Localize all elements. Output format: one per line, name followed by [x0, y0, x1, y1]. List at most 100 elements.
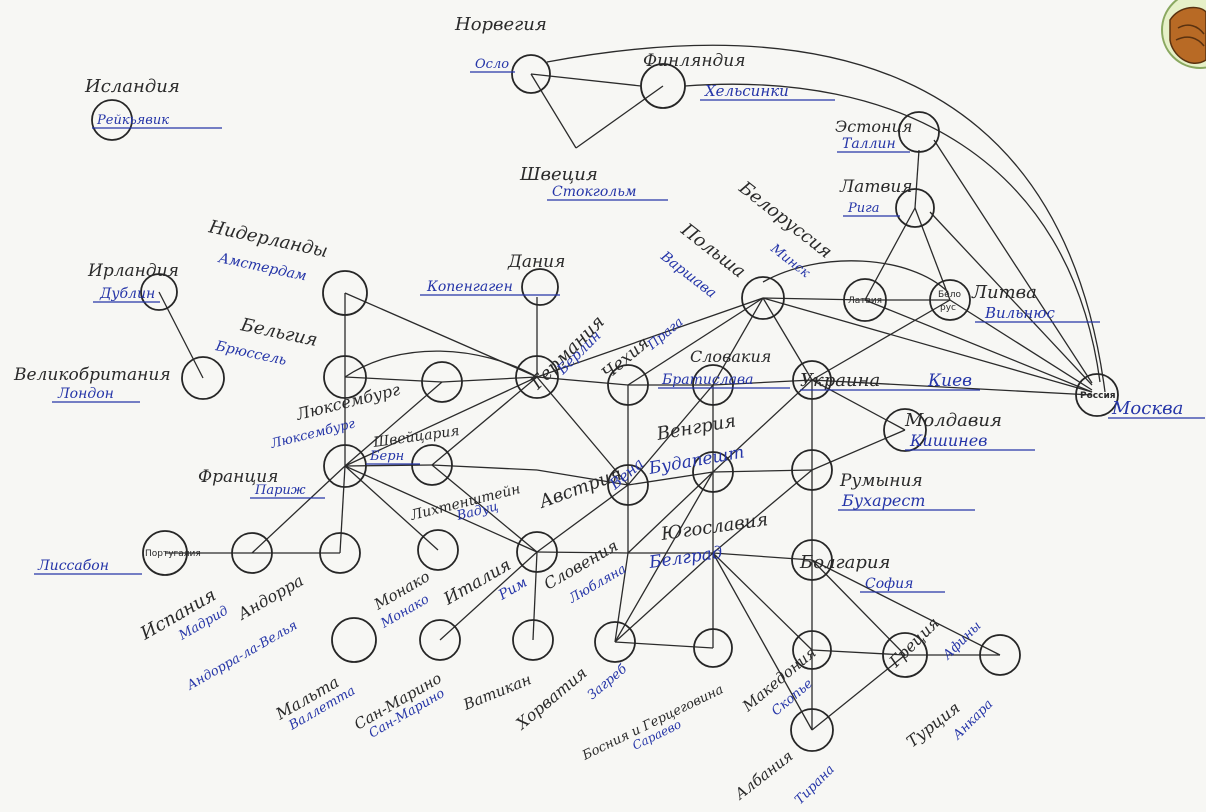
label-switzerland: Швейцария	[371, 423, 460, 451]
edge-latvia-lithuania	[914, 207, 951, 301]
node-finland	[640, 63, 686, 109]
node-russia	[1075, 373, 1119, 417]
node-slovakia	[692, 364, 734, 406]
node-estonia	[898, 111, 940, 153]
capital-greece: Афины	[940, 619, 985, 664]
label-turkey: Турция	[903, 698, 964, 751]
nodes	[91, 54, 1119, 752]
edge-italy-sanmarino	[439, 551, 538, 641]
edge-lithuania-russia	[949, 299, 1093, 391]
capital-russia: Москва	[1111, 398, 1183, 419]
node-austria	[607, 464, 649, 506]
edge-latvia2-russia	[864, 299, 1093, 393]
edge-austria-italy	[536, 484, 629, 553]
node-latvia	[895, 188, 935, 228]
edge-hungary-croatia	[614, 471, 714, 643]
capital-uk: Лондон	[57, 386, 114, 402]
labels: Норвегия Осло Финляндия Хельсинки Исланд…	[13, 14, 1205, 808]
capital-france: Париж	[254, 483, 306, 498]
node-croatia	[594, 621, 636, 663]
node-albania	[790, 708, 834, 752]
label-france: Франция	[198, 467, 278, 487]
edge-yugoslavia-albania	[712, 552, 813, 731]
label-ireland: Ирландия	[87, 261, 179, 281]
edge-germany-czech	[536, 376, 629, 386]
edge-ukraine-russia	[811, 379, 1093, 396]
edges	[158, 44, 1106, 731]
capital-finland: Хельсинки	[704, 82, 789, 100]
edge-bulgaria-turkey	[811, 559, 1001, 656]
capital-hungary: Будапешт	[646, 442, 745, 479]
label-norway: Норвегия	[454, 14, 547, 35]
node-label-portugal: Португалия	[145, 549, 201, 559]
edge-ireland-uk	[158, 291, 204, 379]
node-uk	[181, 356, 225, 400]
label-uk: Великобритания	[13, 365, 171, 385]
node-iceland	[91, 99, 133, 141]
edge-poland-czech	[627, 297, 764, 386]
label-ukraine: Украина	[800, 370, 880, 391]
label-romania: Румыния	[839, 471, 923, 491]
capital-croatia: Загреб	[585, 662, 630, 703]
capital-ireland: Дублин	[99, 286, 155, 302]
capital-switzerland: Берн	[369, 449, 404, 464]
edge-italy-vatican	[532, 551, 538, 641]
node-czech	[607, 364, 649, 406]
node-belarus	[929, 279, 971, 321]
node-norway	[511, 54, 551, 94]
edge-norway-russia	[546, 44, 1106, 393]
label-denmark: Дания	[507, 252, 565, 272]
node-bosnia	[693, 628, 733, 668]
label-austria: Австрия	[535, 463, 625, 513]
label-iceland: Исландия	[84, 76, 180, 97]
node-label-russia: Россия	[1080, 391, 1116, 401]
edge-poland-germany	[536, 297, 764, 378]
edge-latvia-russia	[929, 211, 1093, 386]
edge-france-germany	[344, 376, 538, 467]
edge-france-switzerland	[344, 464, 433, 467]
edge-france-italy	[344, 465, 538, 553]
label-albania: Албания	[731, 747, 797, 804]
edge-moldova-romania	[811, 429, 906, 471]
edge-estonia-russia	[933, 139, 1093, 384]
node-greece	[882, 632, 928, 678]
node-belgium	[323, 355, 367, 399]
capital-albania: Тирана	[792, 762, 838, 808]
capital-slovakia: Братислава	[661, 372, 754, 388]
capital-denmark: Копенгаген	[426, 279, 513, 295]
edge-france-andorra	[339, 465, 346, 554]
edge-switzerland-liechtenstein	[431, 464, 538, 471]
edge-belgium-luxembourg	[344, 376, 443, 383]
label-andorra: Андорра	[234, 571, 307, 624]
node-romania	[791, 449, 833, 491]
node-spain	[231, 532, 273, 574]
inner-node-labels: Португалия Латвия Бело рус Россия	[145, 290, 1116, 559]
edge-croatia-bosnia	[614, 641, 714, 649]
node-label-belarus-2: рус	[940, 303, 956, 313]
capital-romania: Бухарест	[841, 491, 925, 510]
edge-belarus-ukraine	[811, 299, 951, 381]
edge-netherlands-germany	[344, 292, 538, 378]
edge-latvia-latvia2	[864, 207, 916, 301]
capital-latvia: Рига	[847, 201, 879, 216]
label-yugoslavia: Югославия	[659, 509, 770, 545]
node-malta	[331, 617, 377, 663]
label-vatican: Ватикан	[460, 670, 534, 714]
label-moldova: Молдавия	[904, 410, 1002, 431]
edge-ukraine-hungary	[712, 379, 813, 473]
node-label-latvia2: Латвия	[848, 296, 882, 306]
node-label-belarus-1: Бело	[938, 290, 961, 300]
edge-yugoslavia-bulgaria	[712, 552, 813, 561]
edge-poland-russia	[762, 297, 1093, 393]
capital-ukraine: Киев	[927, 371, 972, 391]
capital-iceland: Рейкьявик	[96, 113, 169, 128]
node-germany	[515, 355, 559, 399]
edge-liechtenstein-austria	[536, 469, 629, 486]
edge-poland-latvia2	[762, 297, 866, 301]
label-bulgaria: Болгария	[799, 552, 890, 573]
edge-romania-yugoslavia	[712, 469, 813, 554]
label-latvia: Латвия	[839, 177, 913, 197]
node-moldova	[883, 408, 927, 452]
node-portugal	[142, 530, 188, 576]
label-slovakia: Словакия	[690, 347, 771, 366]
